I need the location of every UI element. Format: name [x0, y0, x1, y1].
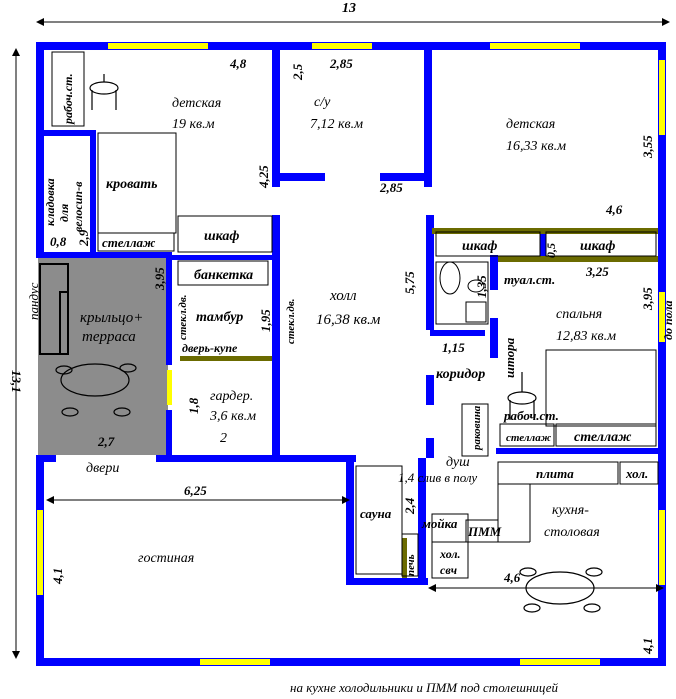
stellazh2-label: стеллаж: [506, 432, 552, 444]
sauna-label: сауна: [360, 506, 392, 521]
sliv-label: 1,4 слив в полу: [398, 470, 477, 485]
dim-2-85a: 2,85: [329, 56, 353, 71]
stellazh3-label: стеллаж: [574, 430, 632, 445]
koridor-label: коридор: [436, 367, 485, 382]
garder-area: 3,6 кв.м: [209, 409, 256, 424]
windows: [37, 43, 665, 665]
dim-2-7: 2,7: [97, 434, 115, 449]
dim-1-15: 1,15: [442, 340, 465, 355]
dimension-lines: [12, 18, 670, 659]
room-detskaya1-name: детская: [172, 96, 221, 111]
dim-2-9: 2,9: [76, 229, 91, 247]
garder-name: гардер.: [210, 389, 253, 404]
hol1-label: хол.: [625, 466, 648, 481]
dim-left-total: 13,1: [9, 370, 24, 393]
dim-2-85b: 2,85: [379, 180, 403, 195]
dim-0-5: 0,5: [544, 243, 558, 258]
dim-1-8: 1,8: [186, 397, 201, 414]
banketka-label: банкетка: [194, 268, 253, 283]
stellazh1-label: стеллаж: [102, 235, 156, 250]
room-su-area: 7,12 кв.м: [310, 117, 363, 132]
kladovka-line2: для: [57, 204, 71, 222]
plita-label: плита: [536, 466, 574, 481]
pandus-label: пандус: [26, 282, 41, 320]
dim-2-5: 2,5: [290, 63, 305, 81]
moyka-label: мойка: [421, 516, 458, 531]
entry-stairs: [39, 263, 69, 355]
stekl2-label: стекл.дв.: [285, 299, 297, 345]
dim-top-total: 13: [342, 1, 356, 16]
pech-label: печь: [405, 554, 417, 576]
kryltso-line1: крыльцо+: [80, 310, 143, 326]
shkaf1-label: шкаф: [204, 229, 239, 244]
spalnya-name: спальня: [556, 307, 602, 322]
krovat-label: кровать: [106, 177, 158, 192]
dim-3-25: 3,25: [585, 264, 609, 279]
footnote: на кухне холодильники и ПММ под столешни…: [290, 680, 558, 695]
room-detskaya2-name: детская: [506, 117, 555, 132]
garder-num: 2: [220, 431, 227, 446]
plumbing: [439, 261, 485, 295]
dim-5-75: 5,75: [402, 271, 417, 294]
tual-label: туал.ст.: [504, 272, 555, 287]
holl-area: 16,38 кв.м: [316, 312, 381, 328]
tambur-label: тамбур: [196, 310, 243, 325]
dim-4-8: 4,8: [229, 56, 247, 71]
pmm-label: ПММ: [467, 524, 502, 539]
dim-0-8: 0,8: [50, 234, 67, 249]
labels: 13 13,1 пандус 4,8 2,5 2,85 2,85 4,25 3,…: [9, 1, 675, 695]
doors: [180, 228, 658, 578]
dim-2-4: 2,4: [402, 497, 417, 515]
gostinaya-label: гостиная: [138, 551, 194, 566]
interior-walls: [36, 42, 658, 585]
kladovka-line3: велосип-в: [71, 181, 85, 232]
dim-1-35: 1,35: [474, 275, 489, 298]
dim-3-55: 3,55: [640, 135, 655, 159]
dim-4-6a: 4,6: [605, 202, 623, 217]
rakovina-label: раковина: [471, 405, 483, 451]
spalnya-area: 12,83 кв.м: [556, 329, 616, 344]
dim-3-95b: 3,95: [640, 287, 655, 311]
dveri-label: двери: [86, 461, 119, 476]
do-pola-label: до пола: [661, 301, 675, 341]
svch-label: свч: [440, 563, 457, 577]
dver-kupe-label: дверь-купе: [182, 341, 238, 355]
holl-name: холл: [329, 288, 357, 304]
hol2-label: хол.: [439, 547, 461, 561]
kladovka-line1: кладовка: [43, 178, 57, 226]
room-su-name: с/у: [314, 95, 331, 110]
dush-label: душ: [446, 455, 470, 470]
kuhnya-line1: кухня-: [552, 503, 589, 518]
stekl1-label: стекл.дв.: [177, 295, 189, 341]
shkaf3-label: шкаф: [580, 239, 615, 254]
room-detskaya1-area: 19 кв.м: [172, 117, 215, 132]
rabst1-label: рабоч.ст.: [61, 73, 75, 125]
dim-1-95: 1,95: [258, 309, 273, 332]
shtora-label: штора: [502, 337, 517, 378]
kuhnya-line2: столовая: [544, 525, 600, 540]
dim-4-6b: 4,6: [503, 570, 521, 585]
dim-4-1b: 4,1: [640, 638, 655, 655]
room-detskaya2-area: 16,33 кв.м: [506, 139, 566, 154]
shkaf2-label: шкаф: [462, 239, 497, 254]
kryltso-line2: терраса: [82, 329, 136, 345]
rabst2-label: рабоч.ст.: [503, 408, 559, 423]
dim-3-95a: 3,95: [152, 267, 167, 291]
dim-6-25: 6,25: [184, 483, 207, 498]
dim-4-1a: 4,1: [50, 568, 65, 585]
dim-4-25: 4,25: [256, 165, 271, 189]
furniture: [51, 51, 659, 579]
